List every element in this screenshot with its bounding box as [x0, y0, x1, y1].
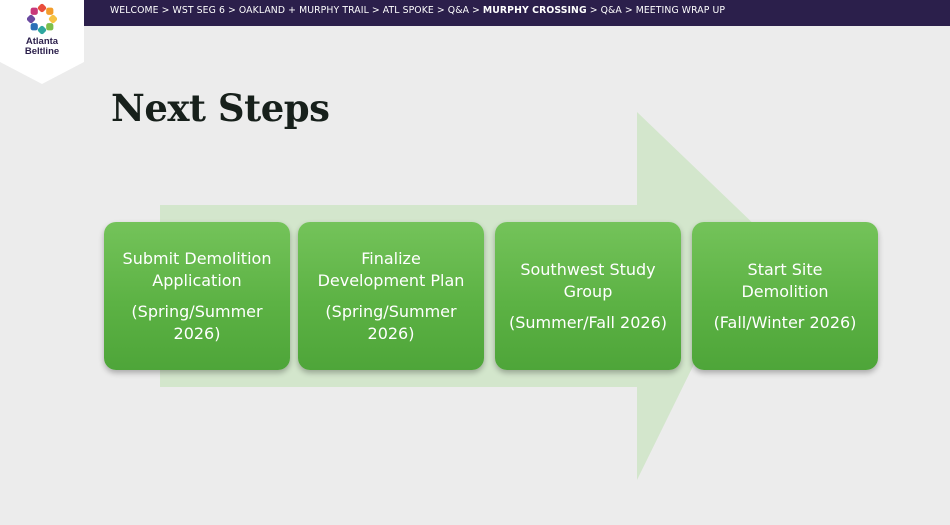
atlanta-beltline-logo-icon	[27, 3, 57, 35]
logo-tab-shape	[0, 0, 84, 84]
step-date: (Fall/Winter 2026)	[713, 312, 857, 332]
breadcrumb-separator: >	[624, 4, 633, 16]
breadcrumb-item-qa-2[interactable]: Q&A	[600, 4, 622, 16]
logo-dot	[30, 7, 38, 15]
step-label: Submit Demolition Application	[122, 248, 272, 290]
breadcrumb-separator: >	[589, 4, 598, 16]
logo-tab[interactable]: Atlanta Beltline	[0, 0, 84, 84]
breadcrumb-item-murphy-crossing[interactable]: MURPHY CROSSING	[482, 4, 587, 16]
page-title: Next Steps	[111, 86, 330, 130]
breadcrumb-separator: >	[228, 4, 236, 16]
logo-dot	[27, 14, 36, 24]
step-card-finalize-development-plan[interactable]: Finalize Development Plan (Spring/Summer…	[298, 222, 484, 370]
step-date: (Spring/Summer 2026)	[325, 301, 457, 343]
breadcrumb-item-atl-spoke[interactable]: ATL SPOKE	[382, 4, 434, 16]
logo-dot	[37, 3, 47, 13]
step-label: Finalize Development Plan	[317, 248, 465, 290]
breadcrumb-separator: >	[472, 4, 480, 16]
logo-dot	[46, 23, 54, 31]
breadcrumb-separator: >	[161, 4, 170, 16]
step-card-submit-demolition-application[interactable]: Submit Demolition Application (Spring/Su…	[104, 222, 290, 370]
logo-text-atlanta: Atlanta	[25, 36, 59, 47]
breadcrumb-item-oakland-murphy-trail[interactable]: OAKLAND + MURPHY TRAIL	[238, 4, 369, 16]
step-card-start-site-demolition[interactable]: Start Site Demolition (Fall/Winter 2026)	[692, 222, 878, 370]
breadcrumb-separator: >	[436, 4, 445, 16]
step-card-southwest-study-group[interactable]: Southwest Study Group (Summer/Fall 2026)	[495, 222, 681, 370]
step-date: (Spring/Summer 2026)	[131, 301, 263, 343]
breadcrumb: WELCOME > WST SEG 6 > OAKLAND + MURPHY T…	[110, 0, 725, 20]
logo-dot	[48, 14, 57, 24]
breadcrumb-item-wst-seg-6[interactable]: WST SEG 6	[172, 4, 226, 16]
breadcrumb-item-meeting-wrap-up[interactable]: MEETING WRAP UP	[635, 4, 726, 16]
breadcrumb-separator: >	[371, 4, 380, 16]
step-label: Start Site Demolition	[741, 259, 829, 301]
breadcrumb-item-welcome[interactable]: WELCOME	[110, 4, 159, 16]
logo-dot	[37, 25, 47, 35]
logo-dot	[30, 23, 38, 31]
logo-text-beltline: Beltline	[24, 46, 60, 57]
logo-dot	[46, 7, 54, 15]
top-nav-bar: WELCOME > WST SEG 6 > OAKLAND + MURPHY T…	[0, 0, 950, 26]
breadcrumb-item-qa-1[interactable]: Q&A	[447, 4, 470, 16]
step-date: (Summer/Fall 2026)	[509, 312, 667, 332]
step-label: Southwest Study Group	[520, 259, 656, 301]
